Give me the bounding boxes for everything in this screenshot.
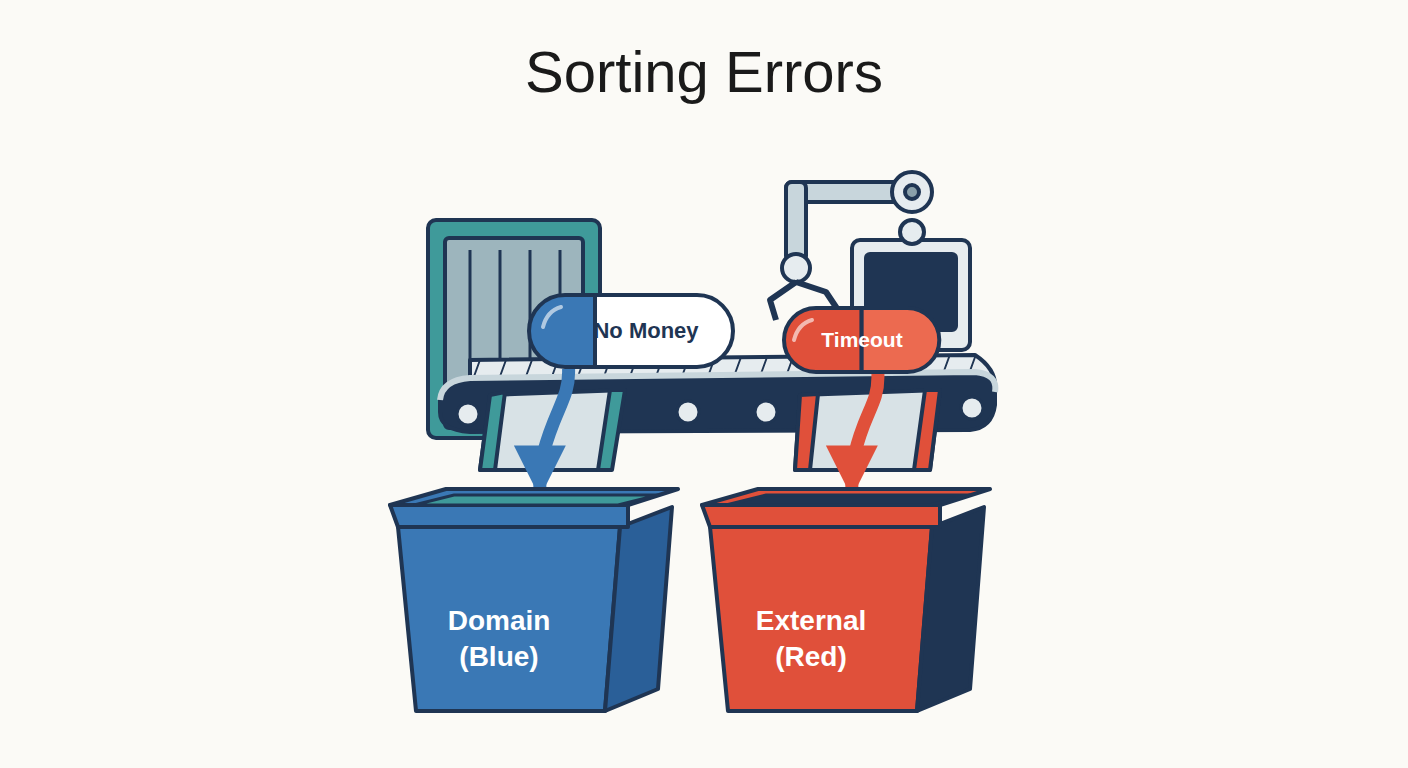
- diagram-title: Sorting Errors: [0, 38, 1408, 105]
- sort-arrow: [540, 369, 569, 487]
- error-pill: Timeout: [782, 306, 941, 374]
- sorting-bin: Domain (Blue): [388, 487, 680, 715]
- error-label: Timeout: [821, 326, 902, 353]
- robot-arm: [770, 172, 932, 320]
- error-pill: No Money: [527, 293, 735, 369]
- sorting-bin: External (Red): [700, 487, 992, 715]
- bin-label: Domain (Blue): [408, 603, 590, 676]
- bin-outline: [388, 487, 680, 715]
- bin-label: External (Red): [720, 603, 902, 676]
- error-label: No Money: [593, 317, 698, 346]
- sort-arrow: [852, 374, 878, 487]
- bin-outline: [700, 487, 992, 715]
